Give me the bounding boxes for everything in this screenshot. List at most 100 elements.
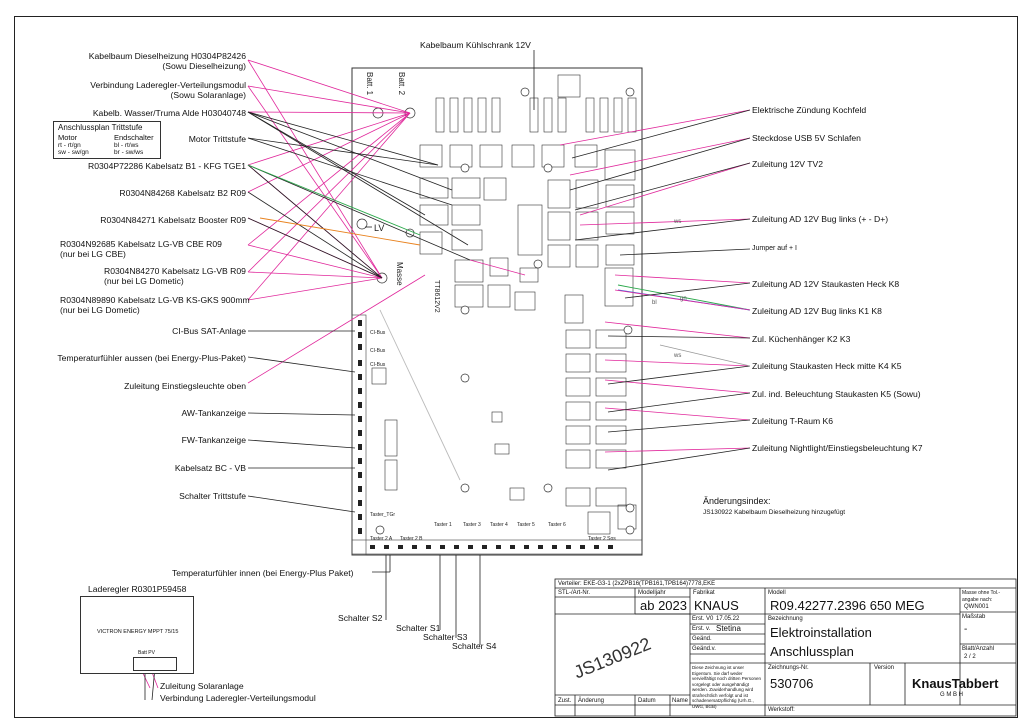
label-cibus-sat: CI-Bus SAT-Anlage bbox=[172, 326, 246, 336]
board-taster: Taster 1 bbox=[434, 522, 452, 528]
tb-zust: Zust. bbox=[558, 698, 572, 704]
board-taster-bottom: Taster 2 B bbox=[400, 536, 423, 542]
tb-erst-v0: Erst. V0 bbox=[692, 616, 714, 622]
label-kuechenhaenger: Zul. Küchenhänger K2 K3 bbox=[752, 334, 851, 344]
tb-zeichnungsnr: 530706 bbox=[770, 676, 814, 691]
board-taster: Taster 6 bbox=[548, 522, 566, 528]
label-schalter-trittstufe: Schalter Trittstufe bbox=[179, 491, 246, 501]
label-laderegler-verbindung: Verbindung Laderegler-Verteilungsmodul bbox=[90, 80, 246, 90]
label-schalter-s3: Schalter S3 bbox=[423, 632, 468, 642]
board-taster: Taster 3 bbox=[463, 522, 481, 528]
label-wasser-truma: Kabelb. Wasser/Truma Alde H03040748 bbox=[92, 108, 246, 118]
label-verbindung-laderegler: Verbindung Laderegler-Verteilungsmodul bbox=[160, 693, 316, 703]
drawing-frame bbox=[14, 16, 1018, 718]
tb-bezeichnung-label: Bezeichnung bbox=[768, 616, 803, 622]
label-tv2: Zuleitung 12V TV2 bbox=[752, 159, 824, 169]
label-kabelsatz-booster: R0304N84271 Kabelsatz Booster R09 bbox=[100, 215, 246, 225]
label-kuehlschrank: Kabelbaum Kühlschrank 12V bbox=[420, 40, 531, 50]
tb-blatt-label: Blatt/Anzahl bbox=[962, 646, 995, 652]
tb-blatt: 2 / 2 bbox=[964, 654, 976, 660]
label-schalter-s1: Schalter S1 bbox=[396, 623, 441, 633]
board-taster: Taster 5 bbox=[517, 522, 535, 528]
tb-gepr: Geänd. bbox=[692, 636, 712, 642]
aenderungsindex-title: Änderungsindex: bbox=[703, 496, 771, 506]
label-lg-vb-ks-sub: (nur bei LG Dometic) bbox=[60, 305, 140, 315]
laderegler-box: VICTRON ENERGY MPPT 75/15 Batt PV bbox=[80, 596, 194, 674]
board-taster: Taster 4 bbox=[490, 522, 508, 528]
tb-fabrikat: KNAUS bbox=[694, 598, 739, 613]
tb-werkstoff: Werkstoff: bbox=[768, 707, 795, 713]
label-temp-innen: Temperaturfühler innen (bei Energy-Plus … bbox=[172, 568, 354, 578]
label-zuendung-kochfeld: Elektrische Zündung Kochfeld bbox=[752, 105, 867, 115]
label-lg-vb-ks: R0304N89890 Kabelsatz LG-VB KS-GKS 900mm bbox=[60, 295, 250, 305]
label-lg-vb: R0304N84270 Kabelsatz LG-VB R09 bbox=[104, 266, 246, 276]
label-staukasten-mitte: Zuleitung Staukasten Heck mitte K4 K5 bbox=[752, 361, 902, 371]
board-cibus: CI-Bus bbox=[370, 330, 386, 336]
label-nightlight: Zuleitung Nightlight/Einstiegsbeleuchtun… bbox=[752, 443, 923, 453]
label-bug-links-k1: Zuleitung AD 12V Bug links K1 K8 bbox=[752, 306, 882, 316]
label-schalter-s4: Schalter S4 bbox=[452, 641, 497, 651]
laderegler-terminals: Batt PV bbox=[133, 650, 177, 671]
label-dieselheizung: Kabelbaum Dieselheizung H0304P82426 bbox=[88, 51, 246, 61]
tb-erst-name: Stetina bbox=[716, 624, 741, 633]
legend-col2-head: Endschalter bbox=[114, 133, 154, 142]
label-laderegler-verbindung-sub: (Sowu Solaranlage) bbox=[170, 90, 246, 100]
label-zuleitung-solar: Zuleitung Solaranlage bbox=[160, 681, 244, 691]
board-cibus: CI-Bus bbox=[370, 362, 386, 368]
label-jumper: Jumper auf + I bbox=[752, 245, 797, 252]
board-taster-bottom: Taster 2 A bbox=[370, 536, 393, 542]
laderegler-device: VICTRON ENERGY MPPT 75/15 bbox=[97, 629, 179, 635]
tb-version-label: Version bbox=[874, 665, 895, 671]
label-lg-vb-cbe: R0304N92685 Kabelsatz LG-VB CBE R09 bbox=[60, 239, 222, 249]
wire-bl: bl bbox=[652, 300, 657, 306]
legend-cell: rt - rt/gn bbox=[58, 142, 81, 149]
distribution-board bbox=[351, 67, 643, 556]
company-logo-sub: G M B H bbox=[940, 692, 964, 698]
board-batt2: Batt. 2 bbox=[397, 72, 406, 96]
tb-modell-label: Modell bbox=[768, 590, 786, 596]
tb-modelljahr-label: Modelljahr bbox=[638, 590, 666, 596]
tb-datum: Datum bbox=[638, 698, 656, 704]
laderegler-terminal-text: Batt PV bbox=[138, 650, 155, 656]
legend-box: Anschlussplan Trittstufe Motor Endschalt… bbox=[53, 121, 161, 159]
legend-cell: br - sw/ws bbox=[114, 149, 144, 156]
label-lg-vb-sub: (nur bei LG Dometic) bbox=[104, 276, 184, 286]
tb-title2: Anschlussplan bbox=[770, 644, 854, 659]
aenderungsindex-text: JS130922 Kabelbaum Dieselheizung hinzuge… bbox=[703, 509, 846, 516]
label-beleuchtung-staukasten: Zul. ind. Beleuchtung Staukasten K5 (Sow… bbox=[752, 389, 921, 399]
wire-ws-1: ws bbox=[674, 219, 682, 225]
tb-masse-note: Masse ohne Tol.-angabe nach: bbox=[962, 590, 1000, 603]
board-cibus: CI-Bus bbox=[370, 348, 386, 354]
board-lv: LV bbox=[374, 223, 385, 233]
label-lg-vb-cbe-sub: (nur bei LG CBE) bbox=[60, 249, 126, 259]
label-fw-tank: FW-Tankanzeige bbox=[181, 435, 246, 445]
tb-title1: Elektroinstallation bbox=[770, 625, 872, 640]
label-staukasten-heck-k8: Zuleitung AD 12V Staukasten Heck K8 bbox=[752, 279, 900, 289]
label-kabelsatz-b1: R0304P72286 Kabelsatz B1 - KFG TGE1 bbox=[88, 161, 246, 171]
label-t-raum: Zuleitung T-Raum K6 bbox=[752, 416, 834, 426]
laderegler-title: Laderegler R0301P59458 bbox=[88, 584, 187, 594]
board-taster-bottom: Taster 2 Sos bbox=[588, 536, 616, 542]
label-schalter-s2: Schalter S2 bbox=[338, 613, 383, 623]
tb-stl-label: STL-/Art-Nr. bbox=[558, 590, 591, 596]
label-temp-aussen: Temperaturfühler aussen (bei Energy-Plus… bbox=[57, 353, 246, 363]
legend-title: Anschlussplan Trittstufe bbox=[58, 123, 143, 132]
tb-massstab-label: Maßstab bbox=[962, 614, 986, 620]
label-aw-tank: AW-Tankanzeige bbox=[181, 408, 247, 418]
company-logo: KnausTabbert bbox=[912, 676, 999, 691]
tb-modell: R09.42277.2396 650 MEG bbox=[770, 598, 925, 613]
label-kabelsatz-b2: R0304N84268 Kabelsatz B2 R09 bbox=[119, 188, 246, 198]
label-ad-bug-links: Zuleitung AD 12V Bug links (+ - D+) bbox=[752, 214, 889, 224]
label-einstiegsleuchte: Zuleitung Einstiegsleuchte oben bbox=[124, 381, 246, 391]
tb-norm: QWN001 bbox=[964, 604, 989, 610]
label-dieselheizung-sub: (Sowu Dieselheizung) bbox=[162, 61, 246, 71]
tb-fabrikat-label: Fabrikat bbox=[693, 590, 715, 596]
legend-col1-head: Motor bbox=[58, 133, 78, 142]
wire-ws-2: ws bbox=[674, 353, 682, 359]
tb-date: 17.05.22 bbox=[716, 616, 740, 622]
tb-aenderung: Änderung bbox=[578, 698, 605, 704]
legend-cell: bl - rt/ws bbox=[114, 142, 139, 149]
board-taster-tgr: Taster_TGr bbox=[370, 512, 396, 518]
board-batt1: Batt. 1 bbox=[365, 72, 374, 96]
